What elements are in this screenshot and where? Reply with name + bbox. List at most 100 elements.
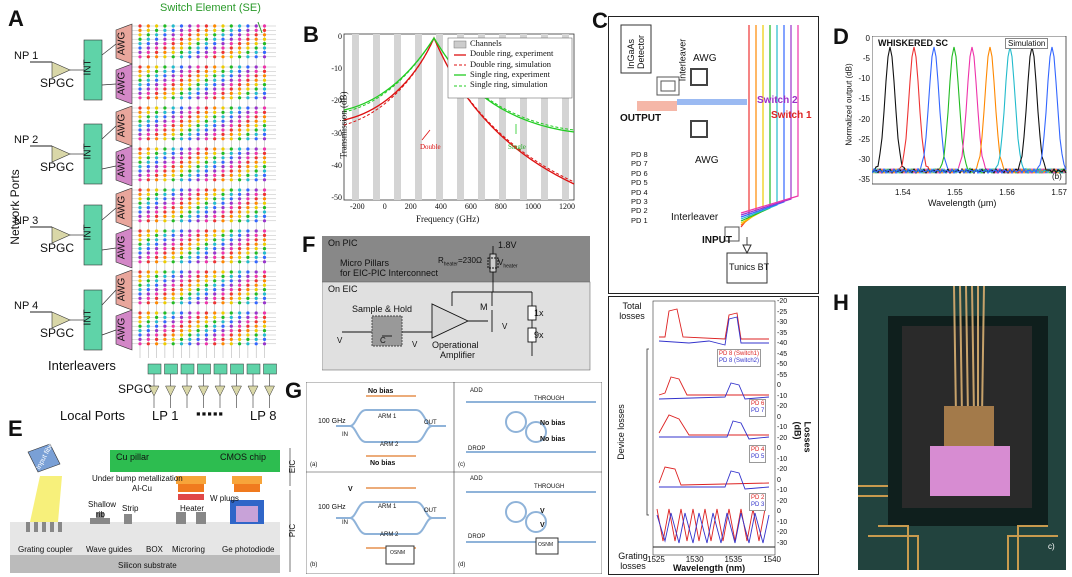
- switch-element-dot: [138, 24, 142, 28]
- g-ghz-b: 100 GHz: [318, 504, 346, 511]
- switch-element-dot: [238, 270, 242, 274]
- switch-element-dot: [163, 301, 167, 305]
- g-drop-c: DROP: [468, 446, 486, 452]
- switch-element-dot: [196, 160, 200, 164]
- switch-element-dot: [179, 160, 184, 164]
- switch-element-dot: [171, 160, 175, 164]
- switch-element-dot: [238, 169, 242, 173]
- switch-element-dot: [138, 173, 142, 177]
- switch-element-dot: [138, 292, 142, 296]
- f-drawing: [322, 236, 591, 371]
- b-legend: Channels Double ring, experiment Double …: [470, 38, 553, 89]
- switch-element-dot: [221, 337, 225, 341]
- switch-element-dot: [171, 233, 175, 237]
- switch-element-dot: [171, 110, 175, 114]
- switch-element-dot: [138, 165, 142, 169]
- switch-element-dot: [188, 197, 192, 201]
- switch-element-dot: [171, 87, 175, 91]
- switch-element-dot: [179, 201, 184, 205]
- c2-xtick: 1535: [724, 555, 743, 564]
- switch-element-dot: [204, 28, 208, 32]
- switch-element-dot: [221, 260, 225, 264]
- switch-element-dot: [221, 169, 225, 173]
- channel-band: [499, 34, 506, 200]
- switch-element-dot: [155, 178, 159, 182]
- switch-element-dot: [196, 33, 200, 37]
- switch-element-dot: [196, 342, 200, 346]
- switch-element-dot: [254, 165, 258, 169]
- c2-ytick: -10: [777, 392, 788, 400]
- switch-element-dot: [188, 296, 192, 300]
- switch-element-dot: [155, 55, 159, 59]
- switch-element-dot: [238, 288, 242, 292]
- switch-element-dot: [254, 96, 258, 100]
- switch-element-dot: [196, 292, 200, 296]
- switch-element-dot: [204, 115, 208, 119]
- c-waveguide: [740, 25, 792, 216]
- switch-element-dot: [179, 206, 184, 210]
- switch-element-dot: [146, 320, 150, 324]
- switch-element-dot: [138, 201, 142, 205]
- switch-element-dot: [221, 91, 225, 95]
- switch-element-dot: [196, 78, 200, 82]
- switch-element-dot: [262, 320, 267, 324]
- switch-element-dot: [221, 301, 225, 305]
- d-plot: [872, 36, 1067, 185]
- switch-element-dot: [179, 91, 184, 95]
- switch-element-dot: [238, 324, 242, 328]
- switch-element-dot: [254, 91, 258, 95]
- c2-ytick: 0: [777, 476, 781, 484]
- b-yticks: 0-10-20-30-40-50: [326, 32, 342, 202]
- switch-element-dot: [146, 119, 150, 123]
- c2-ytick: -10: [777, 455, 788, 463]
- channel-band: [541, 34, 548, 200]
- switch-element-dot: [163, 238, 167, 242]
- switch-element-dot: [262, 188, 267, 192]
- switch-element-dot: [221, 28, 225, 32]
- switch-element-dot: [155, 165, 159, 169]
- switch-element-dot: [138, 55, 142, 59]
- switch-element-dot: [196, 210, 200, 214]
- switch-element-dot: [221, 283, 225, 287]
- switch-element-dot: [146, 83, 150, 87]
- switch-element-dot: [196, 311, 200, 315]
- switch-element-dot: [171, 147, 175, 151]
- switch-element-dot: [254, 274, 258, 278]
- switch-element-dot: [238, 292, 242, 296]
- switch-element-dot: [155, 274, 159, 278]
- spgc-bottom-label: SPGC: [118, 382, 153, 396]
- switch-element-dot: [229, 87, 233, 91]
- c2-ytick: 0: [777, 508, 781, 515]
- switch-element-dot: [221, 315, 225, 319]
- channel-band: [394, 34, 401, 200]
- switch-element-dot: [229, 219, 233, 223]
- switch-element-dot: [238, 128, 242, 132]
- switch-element-dot: [238, 233, 242, 237]
- switch-element-dot: [213, 288, 217, 292]
- switch-element-dot: [229, 260, 233, 264]
- switch-element-dot: [229, 238, 233, 242]
- switch-element-dot: [188, 329, 192, 333]
- switch-element-dot: [179, 132, 184, 136]
- switch-element-dot: [238, 65, 242, 69]
- switch-element-dot: [221, 178, 225, 182]
- switch-element-dot: [238, 283, 242, 287]
- switch-element-dot: [196, 242, 200, 246]
- switch-element-dot: [138, 83, 142, 87]
- switch-element-dot: [213, 197, 217, 201]
- switch-element-dot: [262, 173, 267, 177]
- switch-element-dot: [163, 128, 167, 132]
- switch-element-dot: [221, 329, 225, 333]
- switch-element-dot: [221, 156, 225, 160]
- switch-element-dot: [171, 206, 175, 210]
- switch-element-dot: [204, 233, 208, 237]
- switch-element-dot: [238, 329, 242, 333]
- g-out-a: OUT: [424, 420, 437, 426]
- switch-element-dot: [138, 106, 142, 110]
- switch-element-dot: [146, 274, 150, 278]
- switch-element-dot: [229, 274, 233, 278]
- switch-element-dot: [171, 69, 175, 73]
- switch-element-dot: [246, 69, 250, 73]
- switch-element-dot: [238, 260, 242, 264]
- switch-element-dot: [254, 50, 258, 55]
